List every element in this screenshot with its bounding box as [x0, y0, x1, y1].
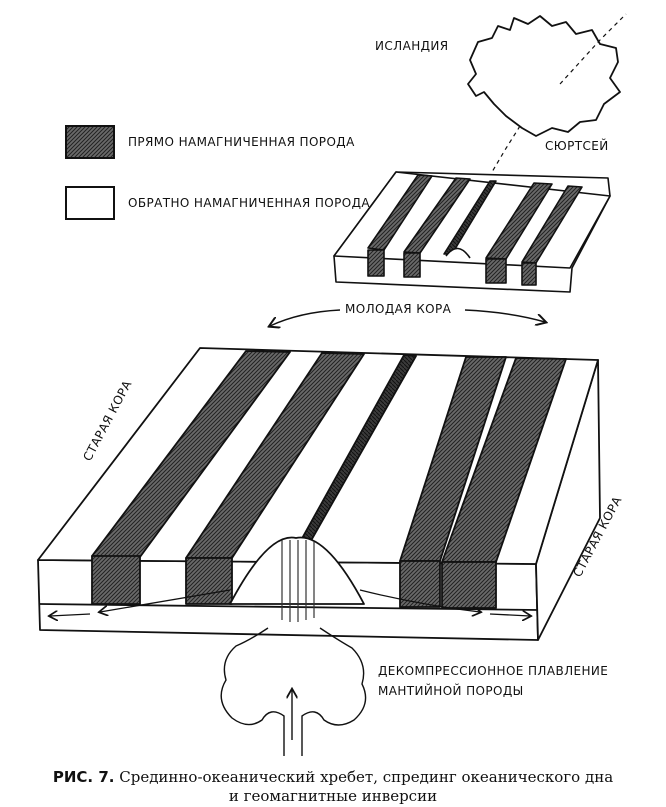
caption-prefix: РИС. 7.: [52, 768, 115, 786]
caption-line-2: и геомагнитные инверсии: [228, 787, 438, 805]
young-crust-label: МОЛОДАЯ КОРА: [345, 302, 452, 316]
iceland-map: [467, 13, 627, 173]
small-ridge-block: [333, 171, 611, 293]
legend-label-normal: ПРЯМО НАМАГНИЧЕННАЯ ПОРОДА: [128, 135, 355, 149]
decompression-label-line1: ДЕКОМПРЕССИОННОЕ ПЛАВЛЕНИЕ: [378, 664, 608, 678]
decompression-label-line2: МАНТИЙНОЙ ПОРОДЫ: [378, 683, 524, 698]
young-crust-arrow-left: [270, 309, 341, 326]
iceland-label: ИСЛАНДИЯ: [375, 39, 449, 53]
caption-text-1: Срединно-океанический хребет, спрединг о…: [114, 768, 614, 786]
large-ridge-block: [37, 347, 601, 641]
legend-swatch-normal: [65, 125, 115, 159]
young-crust-arrow-right: [464, 309, 545, 322]
figure-caption: РИС. 7. Срединно-океанический хребет, сп…: [0, 768, 666, 806]
surtsey-label: СЮРТСЕЙ: [545, 138, 609, 153]
caption-line-1: РИС. 7. Срединно-океанический хребет, сп…: [0, 768, 666, 787]
mantle-plume: [220, 627, 367, 756]
legend-label-reversed: ОБРАТНО НАМАГНИЧЕННАЯ ПОРОДА: [128, 196, 370, 210]
legend: ПРЯМО НАМАГНИЧЕННАЯ ПОРОДА ОБРАТНО НАМАГ…: [65, 125, 370, 220]
legend-swatch-reversed: [65, 186, 115, 220]
mantle-flow-arrows: [50, 589, 530, 616]
